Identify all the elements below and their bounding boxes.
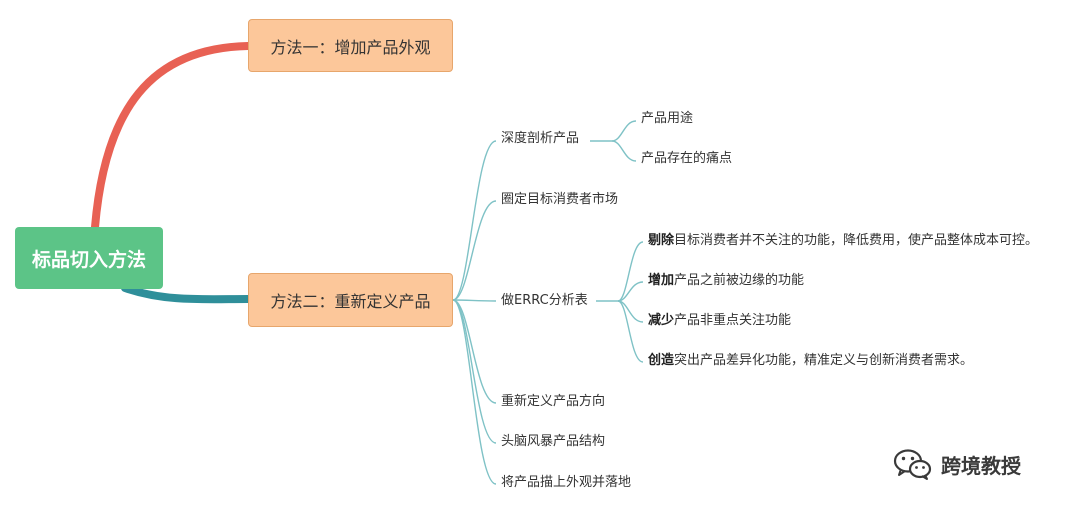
connector-product-use bbox=[611, 120, 637, 142]
topic-analyze-product[interactable]: 深度剖析产品 bbox=[501, 131, 580, 146]
errc-eliminate[interactable]: 剔除目标消费者并不关注的功能，降低费用，使产品整体成本可控。 bbox=[648, 232, 1038, 250]
thin-connector-group bbox=[452, 120, 644, 485]
errc-create-text: 突出产品差异化功能，精准定义与创新消费者需求。 bbox=[674, 353, 974, 368]
connector-method2-topic-5 bbox=[452, 299, 497, 485]
connector-method2-topic-0 bbox=[452, 140, 497, 301]
errc-raise-keyword: 增加 bbox=[648, 273, 675, 288]
topic-redefine-direction[interactable]: 重新定义产品方向 bbox=[501, 394, 606, 409]
errc-raise[interactable]: 增加产品之前被边缘的功能 bbox=[648, 272, 804, 290]
connector-errc-create bbox=[617, 300, 644, 363]
topic-brainstorm-structure[interactable]: 头脑风暴产品结构 bbox=[501, 434, 606, 449]
method-two-node[interactable]: 方法二：重新定义产品 bbox=[248, 273, 453, 327]
connector-pain-points bbox=[611, 140, 637, 162]
connector-errc-eliminate bbox=[617, 241, 644, 302]
connector-method2-topic-2 bbox=[452, 299, 497, 302]
subtopic-product-use[interactable]: 产品用途 bbox=[641, 111, 694, 126]
branch-teal bbox=[121, 284, 252, 304]
watermark-text: 跨境教授 bbox=[941, 453, 1021, 478]
errc-eliminate-text: 目标消费者并不关注的功能，降低费用，使产品整体成本可控。 bbox=[674, 233, 1039, 248]
topic-finalize-appearance[interactable]: 将产品描上外观并落地 bbox=[501, 475, 632, 490]
connector-method2-topic-1 bbox=[452, 200, 497, 301]
watermark: 跨境教授 bbox=[893, 447, 1021, 481]
wechat-icon bbox=[893, 449, 932, 480]
root-node[interactable]: 标品切入方法 bbox=[15, 227, 163, 289]
branch-red bbox=[91, 42, 252, 231]
subtopic-product-pain-points[interactable]: 产品存在的痛点 bbox=[641, 151, 733, 166]
topic-errc-table[interactable]: 做ERRC分析表 bbox=[501, 293, 588, 308]
errc-raise-text: 产品之前被边缘的功能 bbox=[674, 273, 805, 288]
errc-reduce[interactable]: 减少产品非重点关注功能 bbox=[648, 312, 791, 330]
errc-eliminate-keyword: 剔除 bbox=[648, 233, 675, 248]
topic-target-market[interactable]: 圈定目标消费者市场 bbox=[501, 192, 619, 207]
connector-method2-topic-3 bbox=[452, 299, 497, 404]
errc-reduce-text: 产品非重点关注功能 bbox=[674, 313, 792, 328]
errc-create-keyword: 创造 bbox=[648, 353, 675, 368]
connector-errc-raise bbox=[617, 281, 644, 302]
errc-reduce-keyword: 减少 bbox=[648, 313, 675, 328]
connector-method2-topic-4 bbox=[452, 299, 497, 444]
method-one-node[interactable]: 方法一：增加产品外观 bbox=[248, 19, 453, 72]
errc-create[interactable]: 创造突出产品差异化功能，精准定义与创新消费者需求。 bbox=[648, 352, 973, 370]
